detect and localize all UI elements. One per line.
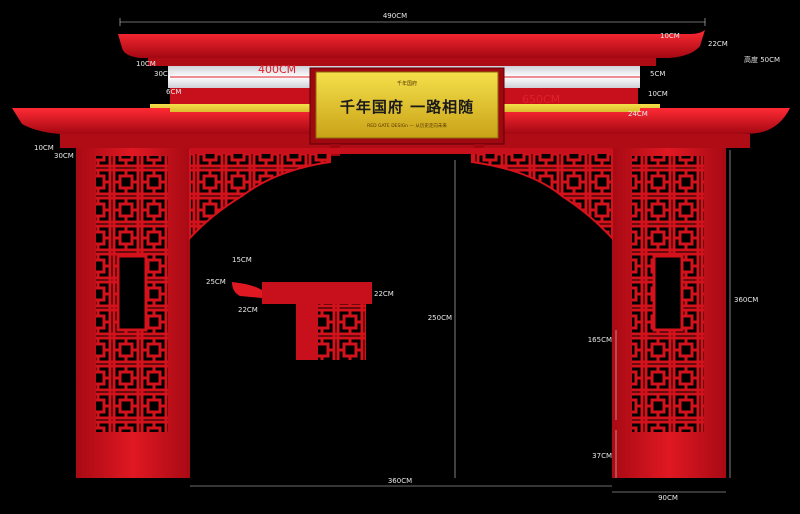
left-pillar — [76, 148, 190, 478]
dim-detail-depth: 22CM — [374, 290, 394, 298]
left-corner-lattice — [189, 149, 331, 241]
dim-roof-right-edge: 10CM — [660, 32, 680, 40]
dim-left-eave-30: 30CM — [54, 152, 74, 160]
dim-detail-left: 25CM — [206, 278, 226, 286]
dim-right-5: 5CM — [650, 70, 665, 78]
dim-left-10: 10CM — [136, 60, 156, 68]
dim-pillar-base: 37CM — [592, 452, 612, 460]
dim-roof-right-height: 22CM — [708, 40, 728, 48]
upper-roof — [118, 30, 705, 66]
plaque-title: 千年国府 一路相随 — [340, 98, 474, 116]
plaque-subtitle: RED GATE DESIGn — 从历史走向未来 — [367, 122, 447, 129]
dim-left-eave-10: 10CM — [34, 144, 54, 152]
dim-white-band: 400CM — [258, 63, 296, 76]
dim-inner-height: 250CM — [428, 314, 452, 322]
dim-eave-side: 高度 50CM — [744, 55, 780, 64]
dim-pillar-height: 165CM — [588, 336, 612, 344]
dim-red-band: 650CM — [522, 93, 560, 106]
dim-right-10: 10CM — [648, 90, 668, 98]
dim-right-24: 24CM — [628, 110, 648, 118]
dim-bottom-width: 360CM — [388, 477, 412, 485]
dim-left-6: 6CM — [166, 88, 181, 96]
dim-pillar-width: 90CM — [658, 494, 678, 502]
dim-detail-top: 15CM — [232, 256, 252, 264]
dim-top-width: 490CM — [383, 12, 407, 20]
dim-detail-bottom: 22CM — [238, 306, 258, 314]
plaque-logo: 千年国府 — [397, 80, 417, 87]
plaque: 千年国府 千年国府 一路相随 RED GATE DESIGn — 从历史走向未来 — [309, 67, 505, 156]
dimension-lines — [119, 18, 731, 493]
dim-total-height: 360CM — [734, 296, 758, 304]
detail-inset — [232, 282, 372, 360]
dim-left-30: 30CM — [154, 70, 174, 78]
right-pillar — [612, 148, 726, 478]
right-corner-lattice — [471, 149, 613, 241]
